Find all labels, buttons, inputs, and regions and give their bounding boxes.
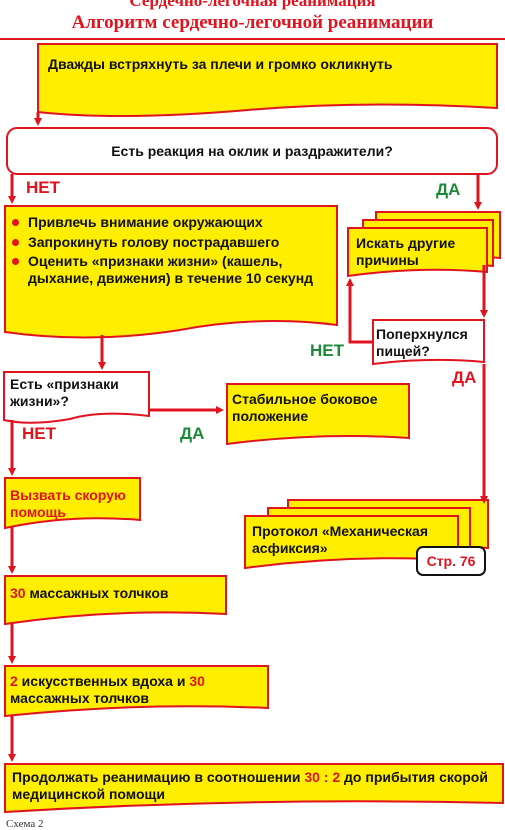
continue-box <box>4 763 504 814</box>
label-yes-2: ДА <box>452 368 477 387</box>
compressions-text: 30 массажных толчков <box>10 585 225 602</box>
arrow-choked-no <box>346 278 373 344</box>
other-causes-box <box>347 227 488 278</box>
bullet-dot-icon <box>12 219 19 226</box>
other-causes-text: Искать другие причины <box>356 235 456 268</box>
page-title: Алгоритм сердечно-легочной реанимации <box>71 12 434 33</box>
assessment-box <box>4 205 338 339</box>
breaths-label: искусственных вдоха и <box>17 673 190 689</box>
breaths-box <box>4 665 269 718</box>
stable-position-box <box>226 383 410 446</box>
title-underline <box>0 38 505 40</box>
label-yes-3: ДА <box>180 424 205 443</box>
page-ref-badge: Стр. 76 <box>416 546 486 576</box>
label-no-3: НЕТ <box>22 424 56 443</box>
call-ambulance-box <box>4 477 141 530</box>
breaths-text: 2 искусственных вдоха и 30 массажных тол… <box>10 673 268 707</box>
shake-box <box>37 43 498 118</box>
footer-caption: Схема 2 <box>6 818 44 830</box>
bullet-dot-icon <box>12 239 19 246</box>
signs-question-box <box>3 371 150 424</box>
compressions-box <box>4 575 227 626</box>
bullet-item: Оценить «признаки жизни» (кашель, дыхани… <box>12 253 332 287</box>
continue-label: Продолжать реанимацию в соотношении <box>12 769 305 785</box>
call-ambulance-text: Вызвать скорую помощь <box>10 487 126 520</box>
continue-text: Продолжать реанимацию в соотношении 30 :… <box>12 769 502 803</box>
stable-position-text: Стабильное боковое положение <box>232 391 378 424</box>
shake-text: Дважды встряхнуть за плечи и громко окли… <box>48 56 393 72</box>
reaction-question-box <box>6 127 498 175</box>
label-no-2: НЕТ <box>310 341 344 360</box>
bullet-text: Привлечь внимание окружающих <box>28 214 263 230</box>
choked-question-text: Поперхнулся пищей? <box>376 326 468 359</box>
compressions-count: 30 <box>10 585 26 601</box>
label-yes-1: ДА <box>436 180 461 199</box>
label-no-1: НЕТ <box>26 178 60 197</box>
bullet-dot-icon <box>12 258 19 265</box>
breaths-count: 2 <box>10 673 18 689</box>
protocol-text: Протокол «Механическая асфиксия» <box>252 523 429 556</box>
reaction-question-text: Есть реакция на оклик и раздражители? <box>111 143 393 159</box>
bullet-item: Запрокинуть голову пострадавшего <box>12 234 332 251</box>
page-title-top: Сердечно-легочная реанимация <box>129 0 376 10</box>
choked-question-box <box>372 319 485 366</box>
bullet-text: Оценить «признаки жизни» (кашель, дыхани… <box>28 253 314 286</box>
breaths-compressions-count: 30 <box>189 673 205 689</box>
continue-label-end: до прибытия скорой медицинской помощи <box>12 769 488 802</box>
signs-question-text: Есть «признаки жизни»? <box>10 376 119 409</box>
breaths-compressions-label: массажных толчков <box>10 690 150 706</box>
bullet-item: Привлечь внимание окружающих <box>12 214 332 231</box>
compressions-label: массажных толчков <box>25 585 169 601</box>
bullet-text: Запрокинуть голову пострадавшего <box>28 234 280 250</box>
continue-ratio: 30 : 2 <box>304 769 341 785</box>
